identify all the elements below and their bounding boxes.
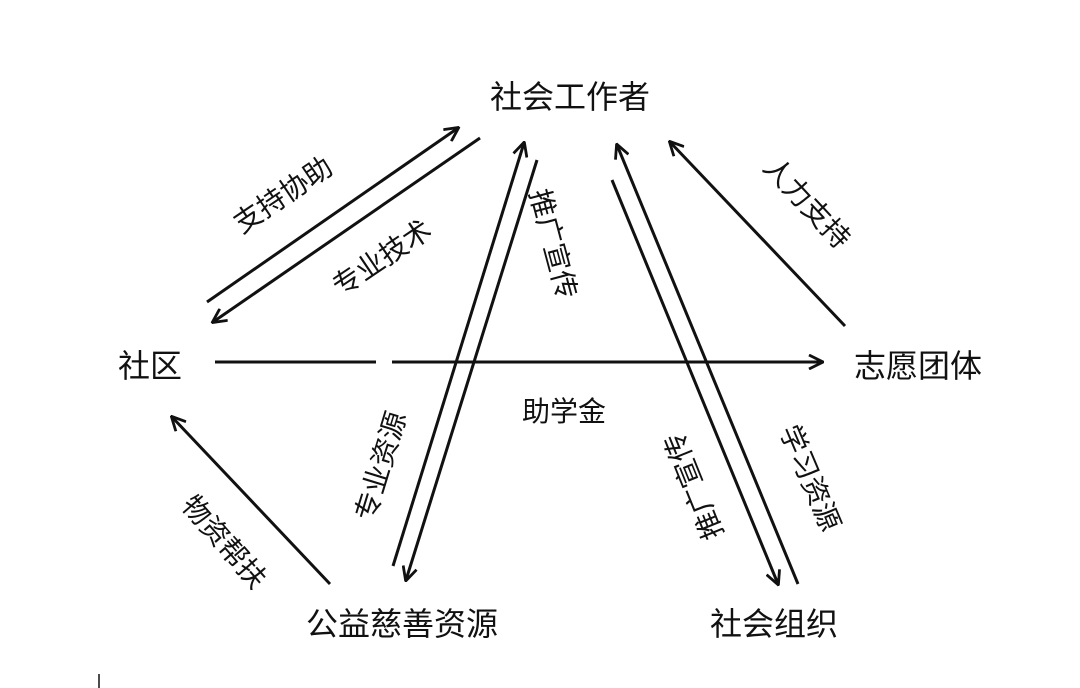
edge-social-worker-to-social-org — [610, 179, 778, 584]
label-professional-tech: 专业技术 — [326, 213, 437, 303]
edge-charity-to-social-worker — [391, 143, 524, 567]
label-material-aid: 物资帮扶 — [175, 489, 273, 595]
node-volunteer-group: 志愿团体 — [854, 347, 982, 385]
label-promotion-a: 推广宣传 — [523, 186, 584, 303]
node-community: 社区 — [118, 347, 182, 385]
label-scholarship: 助学金 — [522, 395, 606, 428]
label-learning-resources: 学习资源 — [773, 420, 847, 536]
edge-charity-to-community — [172, 417, 332, 586]
edge-social-worker-to-community — [213, 136, 481, 322]
label-manpower: 人力支持 — [757, 151, 858, 255]
edge-volunteer-to-social-worker — [670, 142, 847, 328]
node-charity-resources: 公益慈善资源 — [306, 605, 498, 643]
edge-community-to-social-worker — [206, 128, 458, 304]
node-social-worker: 社会工作者 — [490, 78, 650, 116]
node-social-org: 社会组织 — [710, 605, 838, 643]
label-promotion-b: 推广宣传 — [658, 428, 731, 544]
edge-social-org-to-social-worker — [617, 145, 800, 585]
label-professional-resources: 专业资源 — [349, 408, 413, 525]
edge-social-worker-to-charity — [406, 159, 539, 580]
label-support-assist: 支持协助 — [227, 150, 338, 240]
